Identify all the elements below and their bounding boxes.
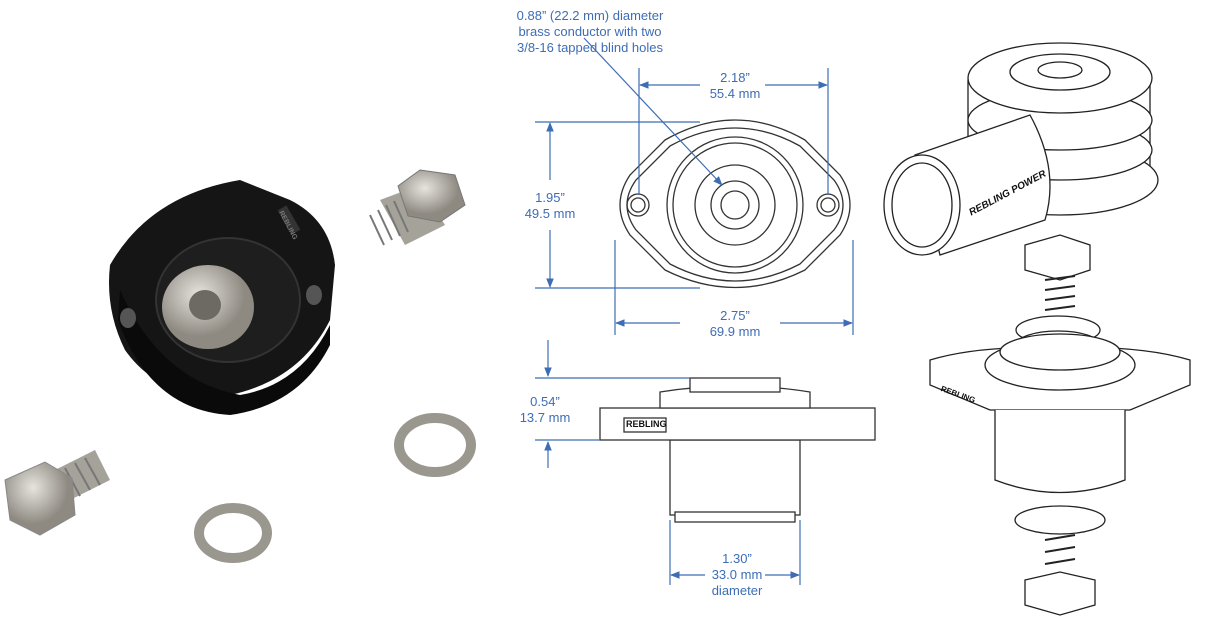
hole-spacing-label: 2.18” 55.4 mm (695, 70, 775, 102)
dim-inches: 2.18” (720, 70, 750, 85)
dim-mm: 33.0 mm (711, 567, 763, 582)
note-line: 0.88” (22.2 mm) diameter (516, 8, 664, 23)
dim-mm: 49.5 mm (524, 206, 576, 221)
note-line: brass conductor with two (518, 24, 662, 39)
dim-inches: 1.30” (722, 551, 752, 566)
top-view-drawing (619, 119, 851, 289)
bolt-photo-bottom (4, 450, 110, 536)
dim-mm: 13.7 mm (519, 410, 571, 425)
body-diameter-label: 1.30” 33.0 mm diameter (697, 551, 777, 599)
dim-inches: 2.75” (720, 308, 750, 323)
dimension-lines (535, 37, 854, 585)
bolt-photo-top (369, 169, 466, 246)
dim-inches: 0.54” (530, 394, 560, 409)
lock-washer-photo-right (394, 413, 476, 477)
note-line: 3/8-16 tapped blind holes (516, 40, 663, 55)
product-photo (4, 169, 476, 563)
flange-width-label: 2.75” 69.9 mm (695, 308, 775, 340)
dim-mm: 55.4 mm (709, 86, 761, 101)
flange-thickness-label: 0.54” 13.7 mm (510, 394, 580, 426)
dim-mm: 69.9 mm (709, 324, 761, 339)
lock-washer-photo-left (194, 503, 272, 563)
conductor-note: 0.88” (22.2 mm) diameter brass conductor… (510, 8, 670, 56)
dim-suffix: diameter (711, 583, 763, 598)
isometric-assembly-drawing (883, 42, 1191, 616)
side-view-drawing (599, 377, 876, 523)
conductor-leader-line (583, 37, 723, 186)
flange-height-label: 1.95” 49.5 mm (515, 190, 585, 222)
flange-brand-text: REBLING (626, 419, 667, 429)
terminal-housing-photo (109, 180, 335, 415)
dim-inches: 1.95” (535, 190, 565, 205)
